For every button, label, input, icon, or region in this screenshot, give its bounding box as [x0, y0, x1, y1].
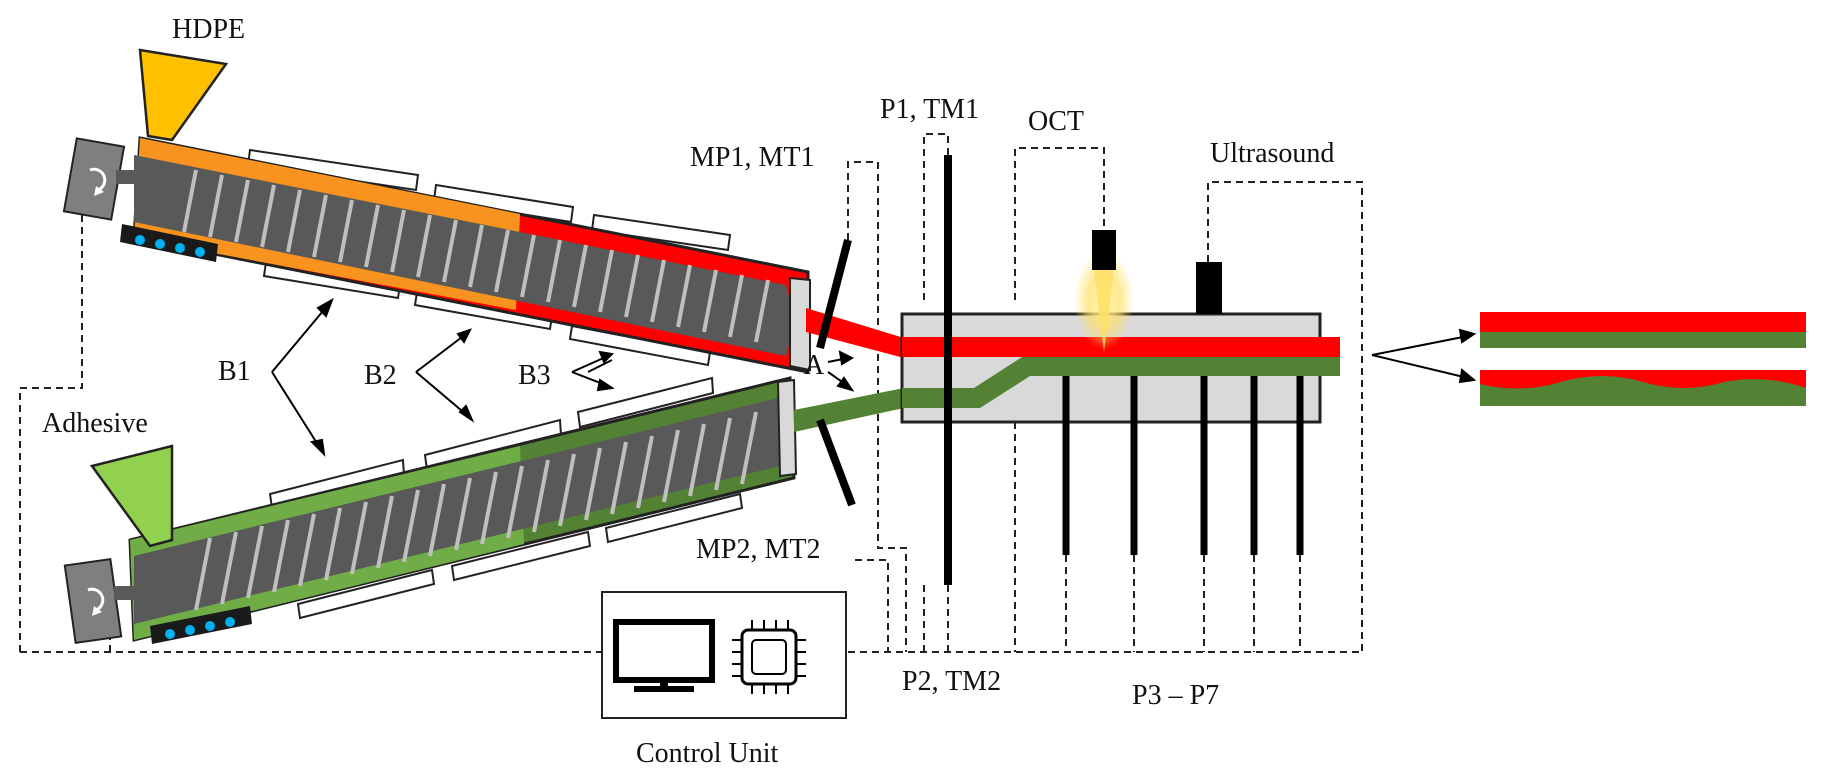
hdpe-screw-flights	[182, 169, 770, 343]
mp2-mt2-label: MP2, MT2	[696, 534, 821, 565]
annotation-arrows	[271, 297, 1477, 457]
hdpe-label: HDPE	[172, 14, 246, 45]
output-laminates	[1480, 312, 1806, 406]
b3-label: B3	[518, 360, 551, 391]
mp2-mt2-sensor	[816, 418, 856, 507]
oct-label: OCT	[1028, 106, 1084, 137]
control-unit	[601, 591, 847, 719]
hdpe-heater-dots	[135, 235, 205, 257]
mp1-mt1-label: MP1, MT1	[690, 142, 815, 173]
microchip-icon	[732, 620, 806, 694]
p3-p7-sensors	[1062, 376, 1304, 555]
p3-p7-label: P3 – P7	[1132, 680, 1220, 711]
hdpe-extruder	[62, 48, 811, 374]
hdpe-hopper	[138, 48, 229, 142]
control-wiring	[19, 133, 1363, 653]
b2-label: B2	[364, 360, 397, 391]
ultrasound-label: Ultrasound	[1210, 138, 1335, 169]
adapter-channels	[794, 238, 904, 507]
monitor-icon	[613, 619, 715, 692]
mp1-mt1-sensor	[816, 238, 852, 350]
a-label: A	[804, 350, 825, 381]
p1-tm1-label: P1, TM1	[880, 94, 980, 125]
adhesive-label: Adhesive	[42, 408, 148, 439]
ultrasound-probe	[1196, 262, 1222, 314]
control-unit-label: Control Unit	[636, 738, 779, 769]
hdpe-screw	[134, 155, 808, 356]
hdpe-motor-rotation-icon	[62, 137, 136, 221]
adhesive-hopper	[89, 444, 174, 548]
adhesive-heater-dots	[165, 617, 235, 639]
oct-probe	[1092, 230, 1116, 270]
hdpe-heater-bands	[246, 148, 732, 367]
adhesive-screw-flights	[194, 411, 758, 611]
p2-tm2-label: P2, TM2	[902, 666, 1002, 697]
coextrusion-die	[900, 155, 1340, 585]
adhesive-motor-rotation-icon	[63, 558, 134, 644]
adhesive-extruder	[63, 376, 798, 644]
wavy-interface-laminate	[1480, 370, 1806, 406]
flat-interface-laminate	[1480, 312, 1806, 348]
b1-label: B1	[218, 356, 251, 387]
